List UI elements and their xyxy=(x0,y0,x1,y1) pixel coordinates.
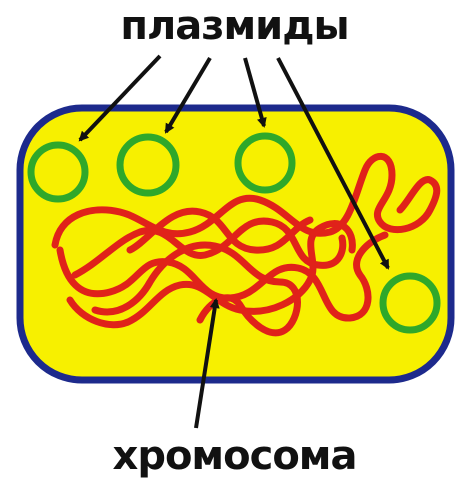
plasmids-label: плазмиды xyxy=(0,6,469,46)
chromosome-label: хромосома xyxy=(0,436,469,476)
